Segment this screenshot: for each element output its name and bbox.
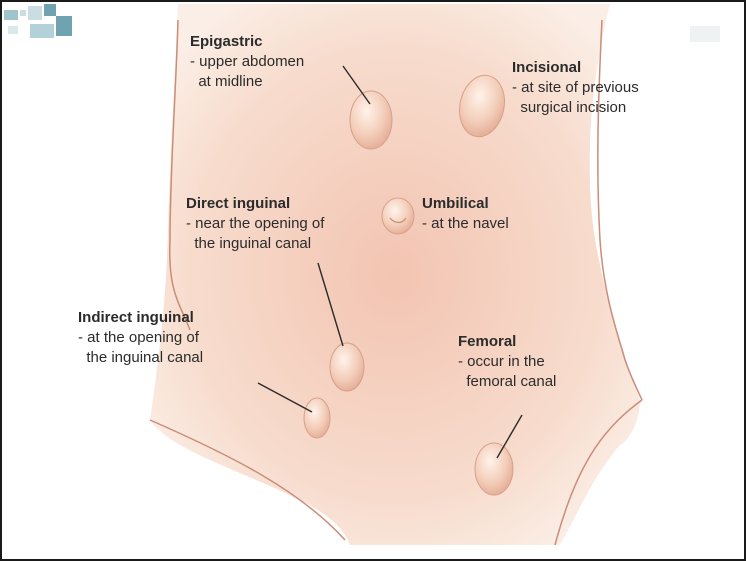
umbilical-label: Umbilical - at the navel	[422, 194, 509, 234]
label-description: - near the opening of the inguinal canal	[186, 214, 324, 254]
label-description: - upper abdomen at midline	[190, 52, 304, 92]
label-title: Direct inguinal	[186, 194, 324, 214]
label-title: Epigastric	[190, 32, 304, 52]
label-title: Incisional	[512, 58, 639, 78]
indirect-inguinal-label: Indirect inguinal - at the opening of th…	[78, 308, 203, 368]
label-title: Femoral	[458, 332, 556, 352]
epigastric-bulge	[350, 91, 392, 149]
direct-inguinal-label: Direct inguinal - near the opening of th…	[186, 194, 324, 254]
label-description: - at the navel	[422, 214, 509, 234]
direct-inguinal-bulge	[330, 343, 364, 391]
label-description: - at the opening of the inguinal canal	[78, 328, 203, 368]
indirect-inguinal-bulge	[304, 398, 330, 438]
faint-corner-mark	[690, 26, 720, 42]
label-description: - occur in the femoral canal	[458, 352, 556, 392]
femoral-bulge	[475, 443, 513, 495]
label-title: Indirect inguinal	[78, 308, 203, 328]
label-description: - at site of previous surgical incision	[512, 78, 639, 118]
femoral-label: Femoral - occur in the femoral canal	[458, 332, 556, 392]
label-title: Umbilical	[422, 194, 509, 214]
logo-mark	[4, 4, 72, 38]
epigastric-label: Epigastric - upper abdomen at midline	[190, 32, 304, 92]
incisional-label: Incisional - at site of previous surgica…	[512, 58, 639, 118]
umbilical-bulge	[382, 198, 414, 234]
